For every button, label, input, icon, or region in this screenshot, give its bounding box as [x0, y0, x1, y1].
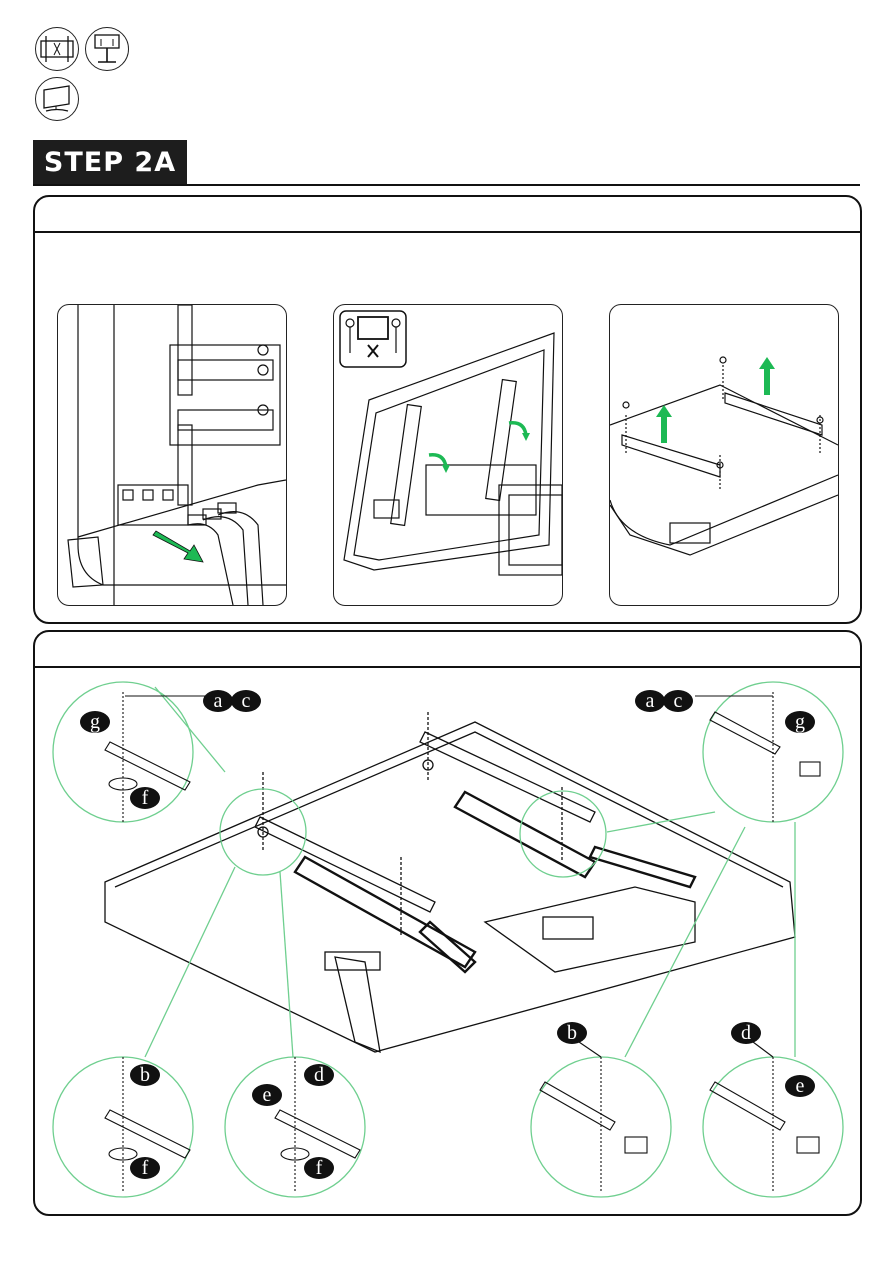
panel-header	[35, 197, 860, 233]
two-person-lift-warning	[333, 304, 563, 606]
mounting-brackets	[255, 712, 695, 972]
floor-stand-icon	[85, 27, 129, 71]
wall-mount-icon	[35, 27, 79, 71]
panel-remove-tv	[33, 195, 862, 624]
panel-attach-brackets: a c g f a c g b f d e f b d e	[33, 630, 862, 1216]
tabletop-stand-icon	[35, 77, 79, 121]
unplug-cables-illustration	[57, 304, 287, 606]
step-title: STEP 2A	[33, 140, 187, 184]
pull-arrow	[153, 531, 203, 562]
tv-back-outline	[105, 722, 795, 1052]
step-divider	[33, 184, 860, 186]
remove-screws-illustration	[609, 304, 839, 606]
